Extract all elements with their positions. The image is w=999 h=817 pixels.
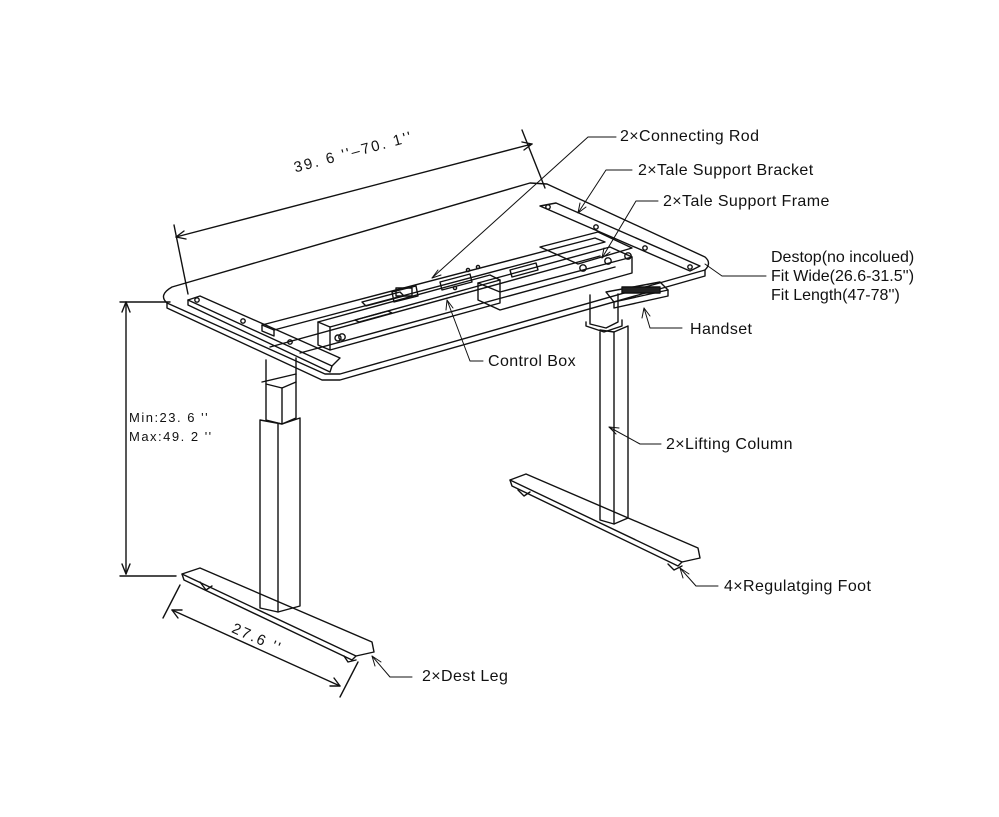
label-connecting-rod: 2×Connecting Rod: [620, 128, 760, 145]
support-bracket-left: [187, 295, 342, 373]
label-desktop-line1: Destop(no incolued): [771, 249, 915, 266]
label-regulating-foot: 4×Regulatging Foot: [724, 578, 872, 595]
support-bracket-right: [539, 202, 701, 272]
dimension-height: Min:23. 6 '' Max:49. 2 '': [129, 408, 213, 446]
center-channel: [317, 262, 539, 351]
label-desktop-line3: Fit Length(47-78''): [771, 287, 900, 304]
lifting-column-left: [259, 357, 301, 613]
foot-right: [509, 473, 701, 571]
desktop-outline: [162, 182, 710, 381]
label-handset: Handset: [690, 321, 753, 338]
foot-left: [181, 567, 375, 663]
label-support-frame: 2×Tale Support Frame: [663, 193, 830, 210]
frame-rails: [261, 237, 616, 354]
label-desktop-line2: Fit Wide(26.6-31.5''): [771, 268, 915, 285]
dimension-height-max: Max:49. 2 '': [129, 429, 213, 444]
label-desk-leg: 2×Dest Leg: [422, 668, 509, 685]
dimension-height-min: Min:23. 6 '': [129, 410, 210, 425]
support-frame: [477, 231, 633, 311]
label-lifting-column: 2×Lifting Column: [666, 436, 793, 453]
dimension-lines: [119, 129, 546, 698]
lifting-column-right: [585, 293, 629, 525]
handset-device: [605, 281, 669, 309]
leader-lines: [371, 136, 767, 678]
label-support-bracket: 2×Tale Support Bracket: [638, 162, 814, 179]
label-desktop: Destop(no incolued) Fit Wide(26.6-31.5''…: [771, 248, 914, 305]
label-control-box: Control Box: [488, 353, 576, 370]
